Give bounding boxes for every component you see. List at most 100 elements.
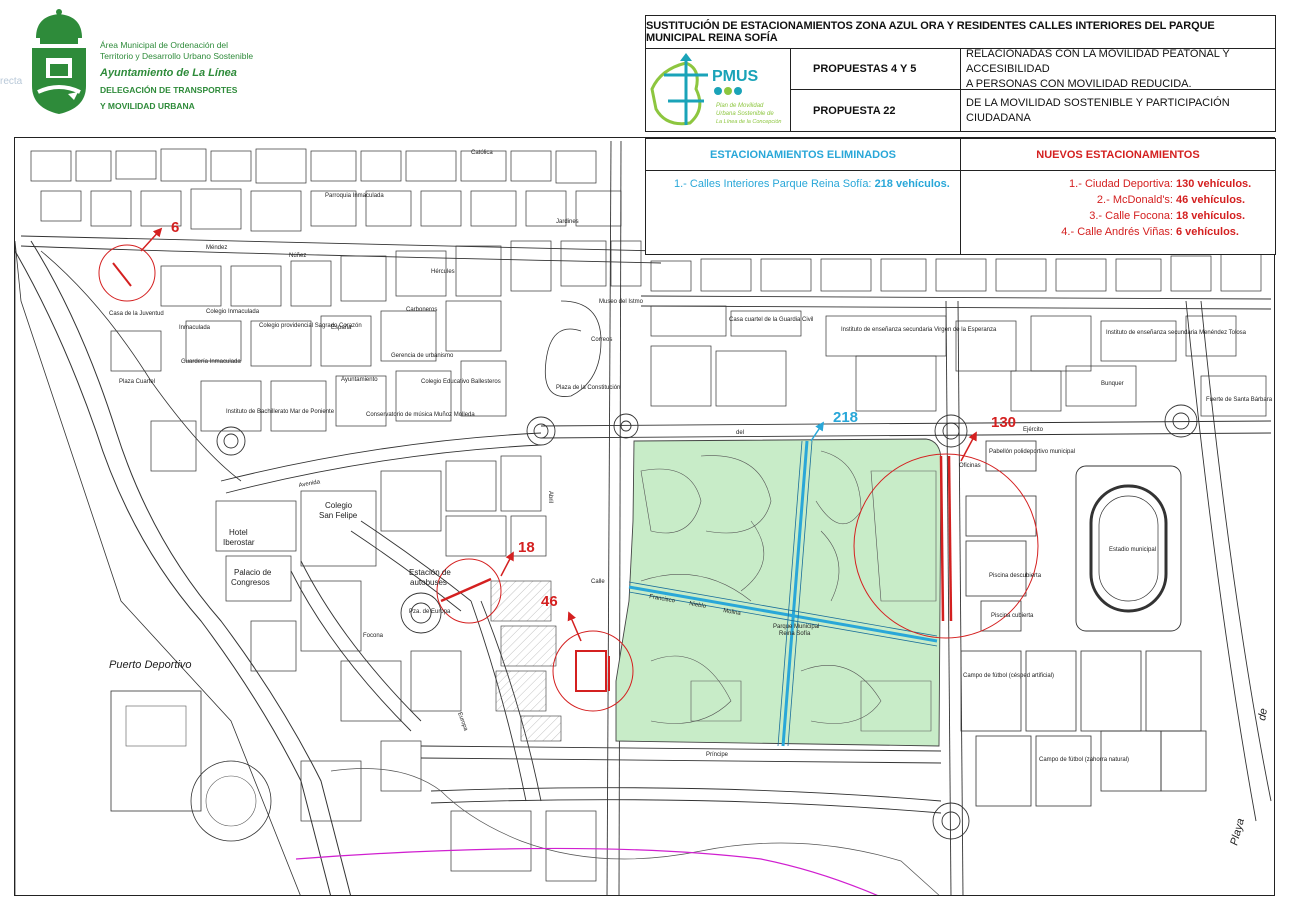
- org-line-2: Territorio y Desarrollo Urbano Sostenibl…: [100, 51, 254, 61]
- label-museo: Museo del Istmo: [599, 299, 644, 305]
- proposal-2-label: PROPUESTA 22: [791, 90, 961, 131]
- label-ayuntamiento: Ayuntamiento: [341, 377, 378, 383]
- label-nieblo: Nieblo: [689, 601, 707, 610]
- eliminated-item-label: 1.- Calles Interiores Parque Reina Sofía…: [674, 178, 872, 190]
- new-parking-mcdonalds: [575, 650, 610, 692]
- label-hotel: Hotel: [229, 528, 248, 537]
- label-congresos: Congresos: [231, 578, 270, 587]
- label-campo-2: Campo de fútbol (zahorra natural): [1039, 757, 1129, 763]
- label-principe: Príncipe: [706, 752, 729, 758]
- label-campo-1: Campo de fútbol (césped artificial): [963, 673, 1054, 679]
- label-abril: Abril: [547, 491, 553, 503]
- boundary-line: [295, 847, 878, 895]
- eliminated-list: 1.- Calles Interiores Parque Reina Sofía…: [646, 171, 961, 254]
- dept-line-1: DELEGACIÓN DE TRANSPORTES: [100, 85, 238, 95]
- label-colegio-inm: Colegio Inmaculada: [206, 309, 260, 315]
- label-mendez: Méndez: [206, 245, 227, 251]
- new-item: 3.- Calle Focona: 18 vehículos.: [961, 210, 1275, 226]
- label-plaza-const: Plaza de la Constitución: [556, 385, 620, 391]
- label-parque-1: Parque Municipal: [773, 624, 819, 630]
- label-parroquia: Parroquia Inmaculada: [325, 193, 384, 199]
- pmus-line-3: La Línea de la Concepción: [716, 119, 781, 125]
- label-catolica: Católica: [471, 150, 493, 156]
- label-san-felipe: San Felipe: [319, 511, 358, 520]
- org-name: Ayuntamiento de La Línea: [100, 67, 237, 79]
- new-list: 1.- Ciudad Deportiva: 130 vehículos. 2.-…: [961, 171, 1275, 254]
- eliminated-title: ESTACIONAMIENTOS ELIMINADOS: [646, 139, 961, 171]
- label-del: del: [736, 430, 744, 436]
- label-iberostar: Iberostar: [223, 538, 255, 547]
- new-item-value: 6 vehículos.: [1176, 226, 1239, 238]
- label-focona: Focona: [363, 633, 384, 639]
- marker-130: 130: [991, 414, 1016, 431]
- shoreline: [330, 768, 940, 895]
- new-item-label: 4.- Calle Andrés Viñas:: [1061, 226, 1173, 238]
- label-playa: Playa: [1228, 817, 1247, 847]
- marker-218: 218: [833, 409, 858, 426]
- label-carboneros: Carboneros: [406, 307, 437, 313]
- marker-6: 6: [171, 219, 179, 236]
- coastal-road-2: [30, 240, 351, 895]
- label-colegio-sc: Colegio providencial Sagrado Corazón: [259, 323, 362, 329]
- label-colegio-ball: Colegio Educativo Ballesteros: [421, 379, 501, 385]
- coastal-road-3: [40, 250, 242, 482]
- label-plz-europa: Pza. de Europa: [409, 609, 451, 615]
- label-correos: Correos: [591, 337, 612, 343]
- label-instituto-men: Instituto de enseñanza secundaria Menénd…: [1106, 330, 1247, 336]
- label-bunquer: Bunquer: [1101, 381, 1124, 387]
- label-guardia: Casa cuartel de la Guardia Civil: [729, 317, 813, 323]
- roundabout-port: [190, 760, 272, 842]
- eliminated-parking-streets: [628, 440, 938, 747]
- label-de: de: [1256, 707, 1270, 721]
- new-item-value: 130 vehículos.: [1176, 178, 1252, 190]
- new-item-value: 46 vehículos.: [1176, 194, 1246, 206]
- stadium: [1075, 465, 1182, 632]
- label-estadio: Estadio municipal: [1109, 547, 1156, 553]
- marker-arrows: [140, 227, 977, 642]
- organization-block: Área Municipal de Ordenación del Territo…: [100, 40, 340, 111]
- label-inmaculada: Inmaculada: [179, 325, 211, 331]
- old-town-blocks: [30, 148, 1267, 472]
- label-calle: Calle: [591, 579, 605, 585]
- new-item-value: 18 vehículos.: [1176, 210, 1246, 222]
- dept-line-2: Y MOVILIDAD URBANA: [100, 101, 195, 111]
- pmus-logo: PMUS Plan de Movilidad Urbana Sostenible…: [646, 49, 791, 131]
- label-molina: Molina: [723, 608, 742, 617]
- label-estacion: Estación de: [409, 568, 451, 577]
- label-oficinas: Oficinas: [959, 463, 981, 469]
- label-pabellon: Pabellón polideportivo municipal: [989, 449, 1075, 455]
- label-colegio: Colegio: [325, 501, 353, 510]
- label-piscina-cub: Piscina cubierta: [991, 613, 1034, 619]
- new-item-label: 2.- McDonald's:: [1096, 194, 1173, 206]
- plaza-constitucion: [544, 300, 602, 397]
- city-crest-logo: [32, 9, 86, 114]
- title-block: SUSTITUCIÓN DE ESTACIONAMIENTOS ZONA AZU…: [645, 15, 1276, 132]
- highlight-circles: [98, 244, 1039, 712]
- watermark-text: recta: [0, 76, 23, 87]
- label-puerto: Puerto Deportivo: [109, 659, 192, 671]
- org-line-1: Área Municipal de Ordenación del: [100, 40, 229, 50]
- new-item: 2.- McDonald's: 46 vehículos.: [961, 194, 1275, 210]
- new-item-label: 1.- Ciudad Deportiva:: [1069, 178, 1173, 190]
- label-piscina-desc: Piscina descubierta: [989, 573, 1042, 579]
- label-nunez: Núñez: [289, 253, 306, 259]
- residential-cluster: [490, 580, 562, 742]
- new-item-label: 3.- Calle Focona:: [1089, 210, 1173, 222]
- new-parking-andres-vinas: [112, 262, 132, 287]
- roundabouts: [216, 404, 1198, 840]
- eliminated-item-value: 218 vehículos.: [874, 178, 950, 190]
- marker-46: 46: [541, 593, 558, 610]
- label-plaza-cuartel: Plaza Cuartel: [119, 379, 155, 385]
- label-casa-juv: Casa de la Juventud: [109, 311, 164, 317]
- label-jardines: Jardines: [556, 219, 579, 225]
- label-ejercito: Ejército: [1023, 427, 1044, 433]
- label-fuerte: Fuerte de Santa Bárbara: [1206, 397, 1273, 403]
- pmus-acronym: PMUS: [712, 68, 759, 85]
- label-gerencia: Gerencia de urbanismo: [391, 353, 454, 359]
- label-guarderia: Guardería Inmaculada: [181, 359, 241, 365]
- main-streets: [20, 140, 1272, 895]
- label-instituto-esp: Instituto de enseñanza secundaria Virgen…: [841, 327, 997, 333]
- label-europa: Europa: [456, 712, 468, 733]
- proposal-1-desc-line-2: A PERSONAS CON MOVILIDAD REDUCIDA.: [966, 77, 1192, 90]
- label-francisco: Francisco: [649, 594, 676, 605]
